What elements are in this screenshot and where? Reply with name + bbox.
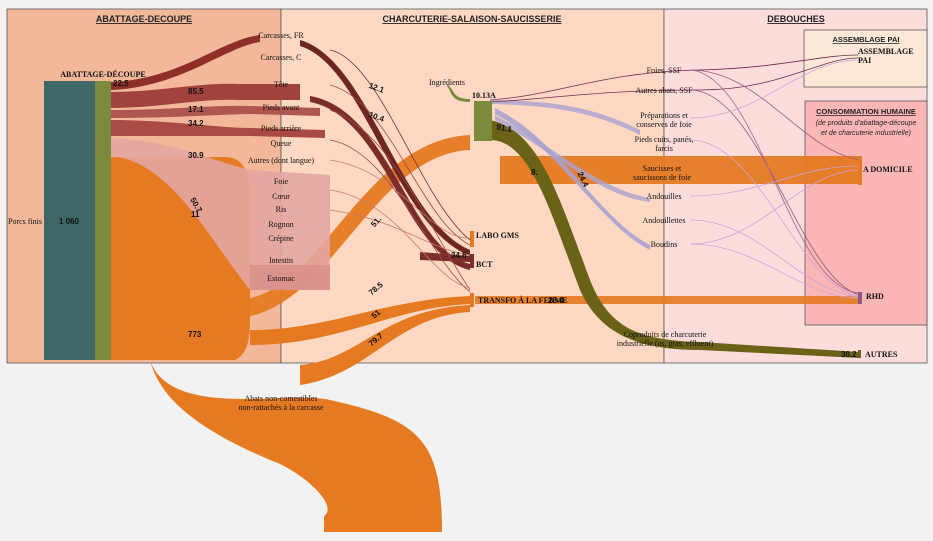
node-rhd	[858, 292, 862, 304]
consommation-subtitle-2: et de charcuterie industrielle)	[821, 130, 911, 137]
label-bct: BCT	[476, 260, 493, 269]
flow-orange-to-transfo	[250, 296, 470, 345]
product-label: Ris	[276, 205, 287, 214]
product-label: Intestin	[269, 256, 293, 265]
flow-pink-abats	[110, 138, 330, 290]
node-1013a	[474, 101, 492, 141]
product-label: Autres (dont langue)	[248, 156, 315, 165]
output-andouillettes: Andouillettes	[642, 216, 685, 225]
section-title-debouches: DEBOUCHES	[767, 14, 825, 24]
value-label: 8.	[531, 168, 538, 177]
flow-lavender-1	[490, 100, 640, 135]
label-autres: AUTRES	[865, 350, 898, 359]
value-label: 34.2	[188, 119, 204, 128]
output-saucisses-1: Saucisses et	[643, 164, 682, 173]
value-label: 28.4	[548, 296, 564, 305]
node-autres	[858, 350, 861, 358]
flow-red-pieds	[110, 105, 320, 118]
output-coproduits-2: industrielle (os, gras, effluent)	[617, 339, 714, 348]
flow-red-long-1	[300, 40, 470, 256]
node-a-domicile	[858, 156, 862, 185]
value-porcs: 1 060	[59, 217, 80, 226]
node-porcs-finis	[44, 81, 95, 360]
flow-red-tete	[110, 83, 300, 108]
product-label: Tête	[274, 80, 289, 89]
flow-olive-coproduits	[490, 120, 860, 358]
product-label: Pieds avant	[263, 103, 300, 112]
label-assemblage-pai-2: PAI	[858, 56, 871, 65]
flow-orange-to-transfo-2	[300, 305, 470, 385]
value-label: 91.1	[496, 122, 513, 134]
output-labels: Foies, SSF Autres abats, SSF Préparation…	[238, 66, 713, 412]
section-title-abattage: ABATTAGE-DECOUPE	[96, 14, 192, 24]
node-transfo	[470, 293, 474, 307]
value-label: 85.5	[188, 87, 204, 96]
output-abats-nc-2: non-rattachés à la carcasse	[238, 403, 324, 412]
label-abattage-decoupe: ABATTAGE-DÉCOUPE	[60, 69, 146, 79]
thin-lines	[329, 49, 861, 299]
flow-red-pieds-ar	[110, 120, 325, 138]
product-label: Pieds arrière	[261, 124, 302, 133]
flow-orange-to-rhd	[475, 296, 860, 304]
output-autres-abats: Autres abats, SSF	[635, 86, 693, 95]
label-assemblage-pai-1: ASSEMBLAGE	[858, 47, 914, 56]
value-label: 30.2	[841, 350, 857, 359]
value-label: 17.1	[188, 105, 204, 114]
node-labo-gms	[470, 231, 474, 247]
output-preparations-1: Préparations et	[640, 111, 689, 120]
value-label: 34.6	[451, 251, 467, 260]
output-pieds-cuits-2: farcis	[655, 144, 673, 153]
output-coproduits-1: Coproduits de charcuterie	[624, 330, 707, 339]
label-porcs-finis: Porcs finis	[8, 217, 42, 226]
flow-red-carcasses	[110, 35, 260, 90]
section-title-charcuterie: CHARCUTERIE-SALAISON-SAUCISSERIE	[382, 14, 561, 24]
assemblage-pai-box	[803, 29, 928, 88]
flow-orange-abats-nc	[150, 360, 442, 532]
node-bct	[470, 254, 474, 268]
flow-pink-abats-dark	[250, 265, 330, 290]
consommation-box	[804, 100, 928, 326]
value-label: 773	[188, 330, 202, 339]
value-label: 11	[191, 210, 200, 219]
consommation-subtitle-1: (de produits d'abattage-découpe	[816, 120, 917, 127]
product-label: Queue	[271, 139, 292, 148]
value-label: 22.5	[113, 79, 129, 88]
label-rhd: RHD	[866, 292, 884, 301]
label-transfo: TRANSFO À LA FERME	[478, 295, 568, 305]
product-label: Foie	[274, 177, 289, 186]
node-porcs-tip	[44, 81, 95, 84]
flow-lavender-2	[495, 108, 650, 250]
output-abats-nc-1: Abats non-comestibles	[244, 394, 317, 403]
output-preparations-2: conserves de foie	[636, 120, 692, 129]
value-label: 30.9	[188, 151, 204, 160]
flows	[110, 35, 861, 532]
section-title-assemblage-pai: ASSEMBLAGE PAI	[833, 35, 900, 44]
flow-orange-to-labo	[235, 135, 470, 318]
product-label: Carcasses, C	[261, 53, 302, 62]
node-abattage-decoupe	[95, 81, 111, 360]
output-foies-ssf: Foies, SSF	[647, 66, 682, 75]
flow-red-to-bct	[420, 252, 470, 262]
product-labels: Carcasses, FR Carcasses, C Tête Pieds av…	[248, 31, 315, 283]
product-label: Cœur	[272, 192, 290, 201]
output-pieds-cuits-1: Pieds cuits, panés,	[635, 135, 694, 144]
label-labo-gms: LABO GMS	[476, 231, 519, 240]
label-a-domicile: A DOMICILE	[863, 165, 913, 174]
output-andouilles: Andouilles	[646, 192, 681, 201]
output-boudins: Boudins	[651, 240, 678, 249]
label-1013a: 10.13A	[472, 91, 496, 100]
flow-lavender-3	[495, 115, 650, 202]
output-saucisses-2: saucissons de foie	[633, 173, 691, 182]
label-ingredients: Ingrédients	[429, 78, 465, 87]
section-title-consommation: CONSOMMATION HUMAINE	[816, 107, 916, 116]
product-label: Crépine	[268, 234, 294, 243]
product-label: Estomac	[267, 274, 295, 283]
product-label: Carcasses, FR	[258, 31, 304, 40]
product-label: Rognon	[268, 220, 293, 229]
flow-olive-ingredients	[447, 84, 470, 102]
